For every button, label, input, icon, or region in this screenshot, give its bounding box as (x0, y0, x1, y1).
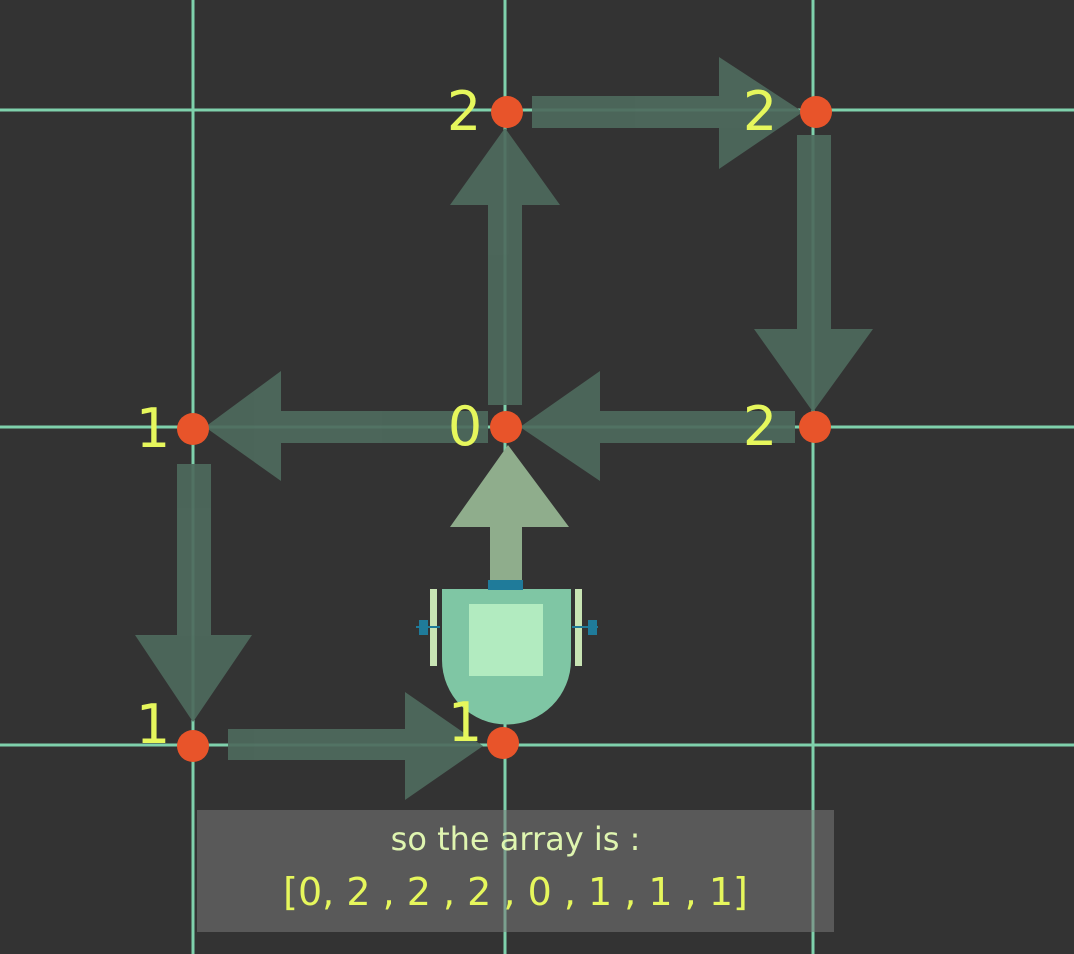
caption-array: [0, 2 , 2 , 2 , 0 , 1 , 1 , 1] (283, 870, 748, 914)
arrow-left-icon (520, 371, 795, 481)
arrow-down-icon (754, 135, 873, 412)
arrow-up-icon (450, 128, 560, 405)
robot-sensor (588, 620, 597, 635)
node-bottom-left (177, 730, 209, 762)
arrow-right-icon (228, 692, 483, 800)
caption-title: so the array is : (390, 820, 641, 858)
node-top-right (800, 96, 832, 128)
robot-heading-arrow-icon (450, 445, 569, 584)
path-arrows (135, 57, 873, 800)
node-top-middle (491, 96, 523, 128)
arrow-left-icon (205, 371, 488, 481)
nodes (177, 96, 832, 762)
node-label-top-middle: 2 (447, 80, 481, 143)
node-label-bottom-middle: 1 (448, 691, 482, 754)
node-label-center: 0 (448, 395, 482, 458)
caption-box: so the array is : [0, 2 , 2 , 2 , 0 , 1 … (197, 810, 834, 932)
arrow-right-icon (532, 57, 803, 169)
node-label-middle-right: 2 (743, 395, 777, 458)
robot-front-sensor (488, 580, 523, 590)
robot-sensor (419, 620, 428, 635)
robot (416, 445, 598, 725)
node-label-top-right: 2 (743, 80, 777, 143)
arrow-down-icon (135, 464, 252, 722)
node-middle-left (177, 413, 209, 445)
node-center (490, 411, 522, 443)
node-bottom-middle (487, 727, 519, 759)
robot-screen (469, 604, 543, 676)
node-label-bottom-left: 1 (136, 693, 170, 756)
node-middle-right (799, 411, 831, 443)
node-labels: 2 2 1 0 2 1 1 (136, 80, 777, 756)
node-label-middle-left: 1 (136, 397, 170, 460)
